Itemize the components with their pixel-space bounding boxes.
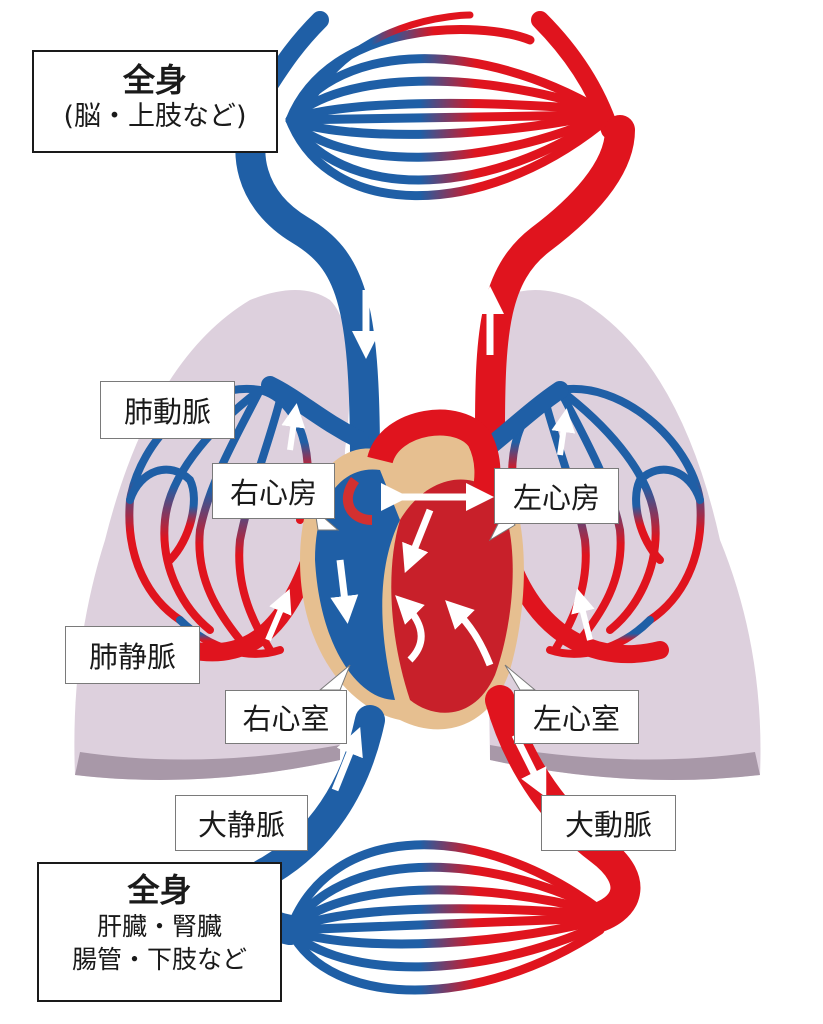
label-right-ventricle: 右心室 bbox=[225, 690, 347, 744]
left-pulmonary-artery bbox=[261, 376, 369, 449]
left-pa-arrow bbox=[281, 403, 306, 451]
rv-up-arrow bbox=[395, 595, 425, 663]
upper-body-subtitle: (脳・上肢など) bbox=[63, 101, 247, 132]
label-aorta: 大動脈 bbox=[541, 795, 676, 851]
lower-body-box: 全身 肝臓・腎臓 腸管・下肢など bbox=[37, 862, 282, 1002]
upper-body-title: 全身 bbox=[122, 61, 187, 99]
lower-body-line2: 腸管・下肢など bbox=[71, 945, 247, 974]
label-left-atrium: 左心房 bbox=[494, 468, 619, 524]
right-heart bbox=[315, 469, 400, 700]
label-pointers bbox=[314, 508, 537, 691]
la-down-arrow bbox=[402, 508, 434, 573]
lower-capillary-network bbox=[285, 840, 605, 995]
lower-body-title: 全身 bbox=[127, 871, 192, 909]
label-vena-cava: 大静脈 bbox=[175, 795, 308, 851]
label-left-ventricle: 左心室 bbox=[514, 690, 639, 744]
ra-down-arrow bbox=[330, 559, 359, 624]
label-pulmonary-vein: 肺静脈 bbox=[65, 626, 200, 684]
right-pa-arrow bbox=[551, 408, 576, 456]
right-lung-capillaries bbox=[508, 384, 705, 658]
aortic-arch bbox=[367, 409, 501, 498]
lv-up-arrow bbox=[445, 600, 494, 667]
right-pv-arrow bbox=[571, 588, 595, 641]
label-right-atrium: 右心房 bbox=[212, 463, 335, 519]
ivc-arrow bbox=[331, 727, 363, 792]
left-pulmonary-vein bbox=[181, 551, 319, 662]
upper-body-box: 全身 (脳・上肢など) bbox=[32, 50, 278, 153]
left-pv-arrow bbox=[265, 588, 292, 642]
upper-capillary-network bbox=[285, 11, 605, 201]
lower-body-line1: 肝臓・腎臓 bbox=[96, 912, 222, 941]
upper-artery-trunk bbox=[531, 11, 619, 139]
label-pulmonary-artery: 肺動脈 bbox=[100, 381, 235, 439]
